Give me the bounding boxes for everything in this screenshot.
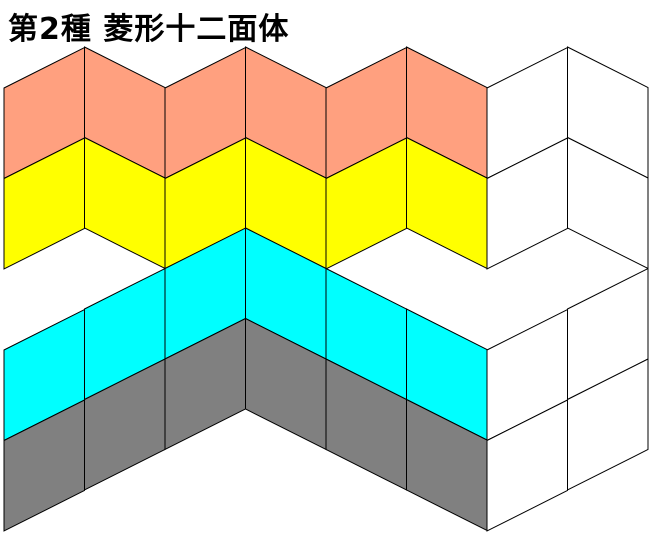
white-cells [486,46,649,532]
yellow-band [3,136,488,270]
diagram-title: 第2種 菱形十二面体 [8,12,290,47]
cyan-band [3,227,488,442]
rhombus-face [567,358,649,491]
gray-band [3,317,488,532]
salmon-band [3,46,488,180]
